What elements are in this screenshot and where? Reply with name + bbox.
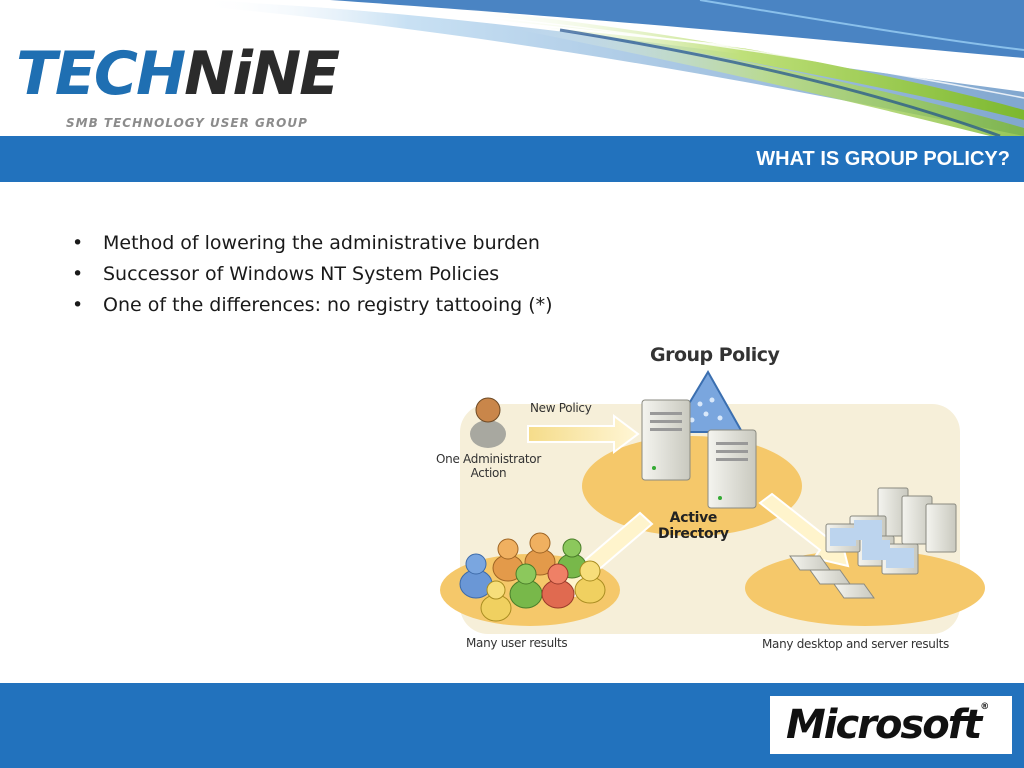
active-directory-label: Active Directory [658,510,729,542]
admin-action-label: One Administrator Action [436,452,541,480]
new-policy-label: New Policy [530,401,592,415]
logo-wordmark: TECHNiNE [16,39,340,109]
microsoft-wordmark: Microsoft [786,702,982,748]
machine-results-label: Many desktop and server results [762,637,950,651]
logo-tagline: SMB TECHNOLOGY USER GROUP [66,116,308,130]
new-policy-arrow [527,414,640,454]
ad-server-2 [707,429,757,509]
group-policy-diagram: Group Policy New Policy One Administrato… [430,338,1000,660]
diagram-title: Group Policy [650,344,780,366]
user-results-label: Many user results [466,636,568,650]
footer-bar: Microsoft® [0,683,1024,768]
decorative-swoosh [200,0,1024,136]
microsoft-logo: Microsoft® [770,696,1012,754]
machine-screens [830,520,914,568]
title-bar: WHAT IS GROUP POLICY? [0,136,1024,182]
administrator-figure [470,397,506,448]
registered-mark: ® [980,702,990,712]
header: TECHNiNE SMB TECHNOLOGY USER GROUP [0,0,1024,136]
bullet-list: Method of lowering the administrative bu… [72,228,553,321]
bullet-item: One of the differences: no registry tatt… [72,290,553,321]
technine-logo: TECHNiNE SMB TECHNOLOGY USER GROUP [16,44,346,136]
users-crowd [459,532,606,622]
ad-server-1 [641,399,691,481]
diagram-artwork [440,370,985,634]
slide-title: WHAT IS GROUP POLICY? [756,148,1010,170]
bullet-item: Successor of Windows NT System Policies [72,259,553,290]
bullet-item: Method of lowering the administrative bu… [72,228,553,259]
